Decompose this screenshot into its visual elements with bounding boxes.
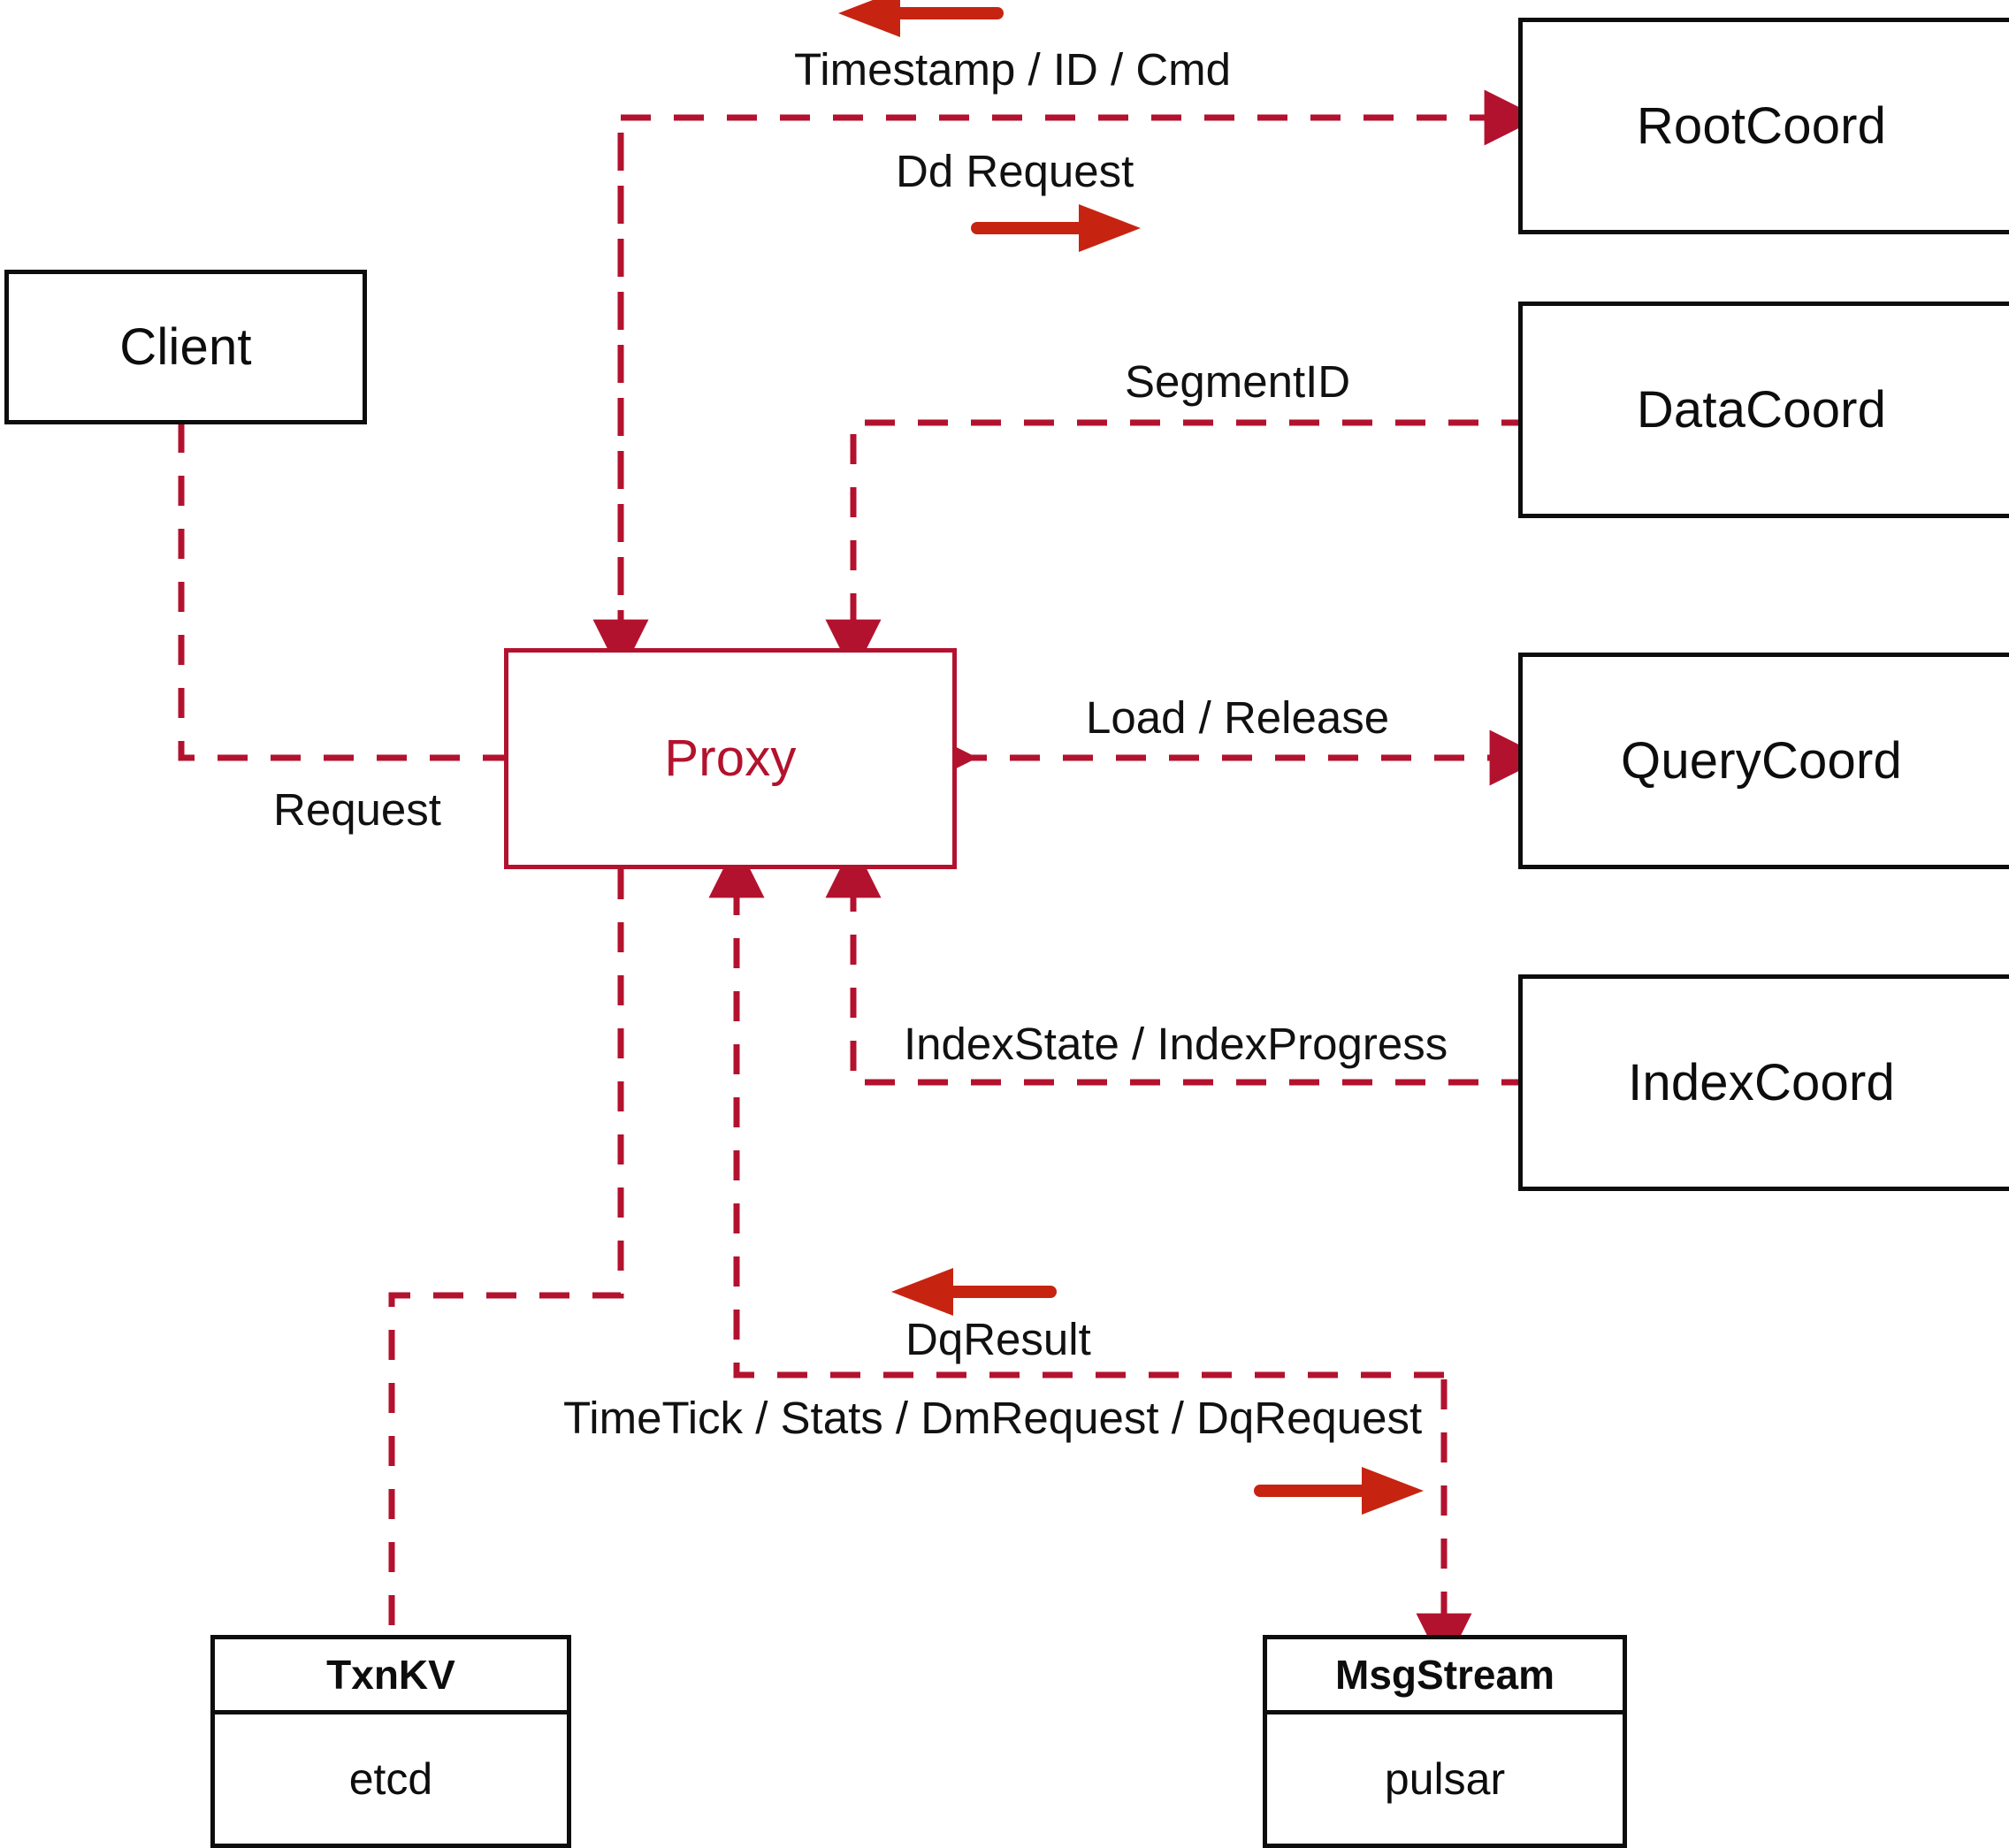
arrow-left-icon-timestamp: [838, 0, 1004, 37]
node-proxy[interactable]: Proxy: [504, 648, 957, 869]
node-proxy-label: Proxy: [664, 729, 797, 787]
edge-label-dd-request: Dd Request: [896, 146, 1134, 196]
node-txnkv-body: etcd: [215, 1714, 567, 1844]
node-client[interactable]: Client: [4, 270, 367, 424]
edge-proxy-txnkv: [388, 869, 624, 1632]
edge-label-segment-id: SegmentID: [1125, 356, 1351, 407]
edge-label-load-release: Load / Release: [1086, 692, 1390, 743]
node-txnkv-body-label: etcd: [348, 1754, 433, 1804]
node-msgstream-header-label: MsgStream: [1335, 1652, 1554, 1698]
direction-arrow-group: [838, 0, 1424, 1515]
edge-label-request: Request: [273, 784, 441, 835]
edge-label-index-state-progress: IndexState / IndexProgress: [904, 1019, 1448, 1069]
edge-label-dq-result: DqResult: [905, 1314, 1091, 1364]
node-querycoord[interactable]: QueryCoord: [1518, 653, 2009, 869]
edge-client-proxy: [178, 423, 978, 786]
arrow-right-icon-timetick: [1254, 1467, 1424, 1515]
node-txnkv-header-label: TxnKV: [326, 1652, 455, 1698]
node-txnkv-header: TxnKV: [215, 1639, 567, 1714]
node-rootcoord-label: RootCoord: [1636, 96, 1887, 155]
node-msgstream-header: MsgStream: [1267, 1639, 1623, 1714]
arrow-left-icon-dqresult: [891, 1268, 1057, 1316]
node-msgstream-body: pulsar: [1267, 1714, 1623, 1844]
node-client-label: Client: [119, 317, 252, 376]
node-datacoord-label: DataCoord: [1636, 380, 1887, 439]
edge-proxy-rootcoord: [617, 89, 1540, 648]
node-rootcoord[interactable]: RootCoord: [1518, 18, 2009, 234]
node-indexcoord[interactable]: IndexCoord: [1518, 974, 2009, 1191]
edge-label-timetick-stats: TimeTick / Stats / DmRequest / DqRequest: [563, 1393, 1423, 1443]
node-querycoord-label: QueryCoord: [1621, 731, 1902, 790]
edge-msgstream-proxy: [708, 842, 1444, 1378]
node-indexcoord-label: IndexCoord: [1628, 1053, 1895, 1111]
node-msgstream[interactable]: MsgStream pulsar: [1263, 1635, 1627, 1848]
edge-label-timestamp-id-cmd: Timestamp / ID / Cmd: [794, 44, 1232, 95]
arrow-right-icon-dd-request: [971, 204, 1141, 252]
node-datacoord[interactable]: DataCoord: [1518, 302, 2009, 518]
node-txnkv[interactable]: TxnKV etcd: [210, 1635, 571, 1848]
node-msgstream-body-label: pulsar: [1384, 1754, 1506, 1804]
